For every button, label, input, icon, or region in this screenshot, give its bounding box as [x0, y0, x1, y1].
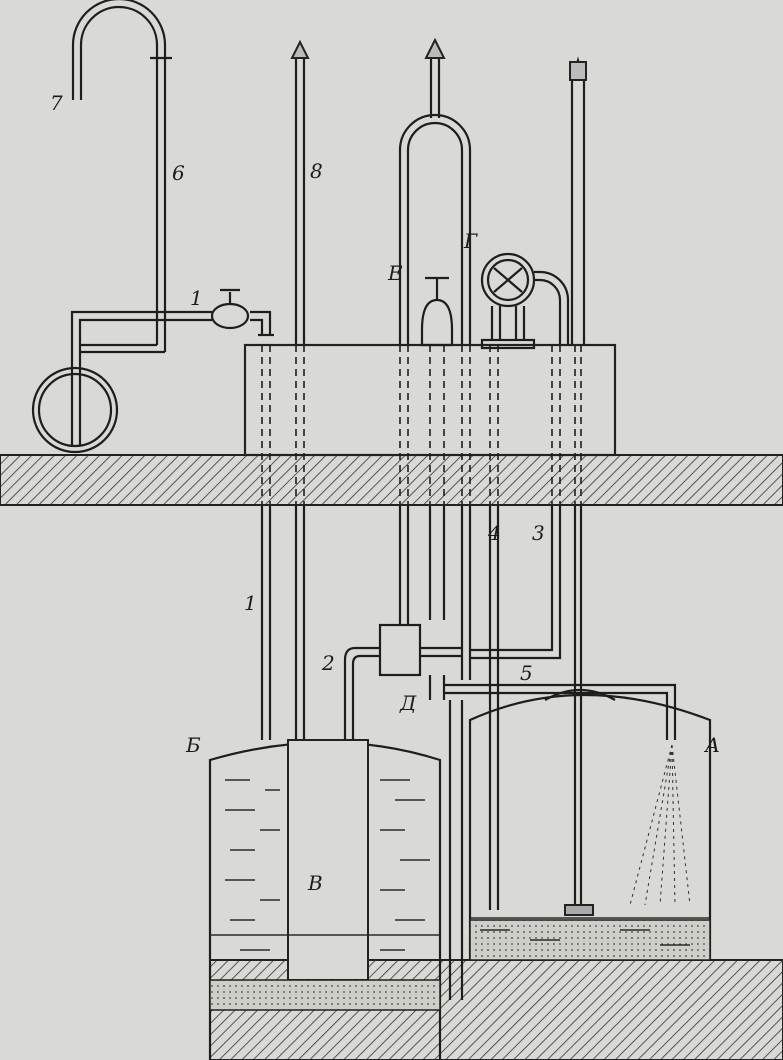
vessel-A	[468, 689, 712, 961]
pipe-3-4	[470, 345, 562, 910]
pipe-1	[70, 288, 274, 740]
vent-u-pipe	[398, 37, 472, 680]
spray-jet	[629, 744, 691, 906]
valve-E	[420, 276, 454, 620]
level-gauge-tube	[564, 56, 594, 916]
vessel-B	[208, 739, 442, 1060]
label-1-top: 1	[190, 286, 203, 310]
label-E: Е	[387, 261, 403, 285]
label-5: 5	[520, 661, 533, 685]
label-8: 8	[310, 159, 323, 183]
label-G: Г	[463, 229, 478, 253]
pressure-gauge-G	[480, 252, 570, 350]
gas-cylinder	[31, 350, 119, 454]
label-4: 4	[487, 521, 501, 545]
label-1-bottom: 1	[244, 591, 257, 615]
label-A: А	[703, 733, 720, 757]
label-7: 7	[50, 91, 63, 115]
label-2: 2	[321, 651, 335, 675]
pipe-6	[71, 0, 172, 354]
label-6: 6	[172, 161, 185, 185]
pipe-8	[290, 39, 310, 740]
label-D: Д	[399, 691, 417, 715]
label-V: В	[307, 871, 323, 895]
label-3: 3	[532, 521, 545, 545]
label-B: Б	[185, 733, 201, 757]
ground-layer	[0, 454, 783, 506]
